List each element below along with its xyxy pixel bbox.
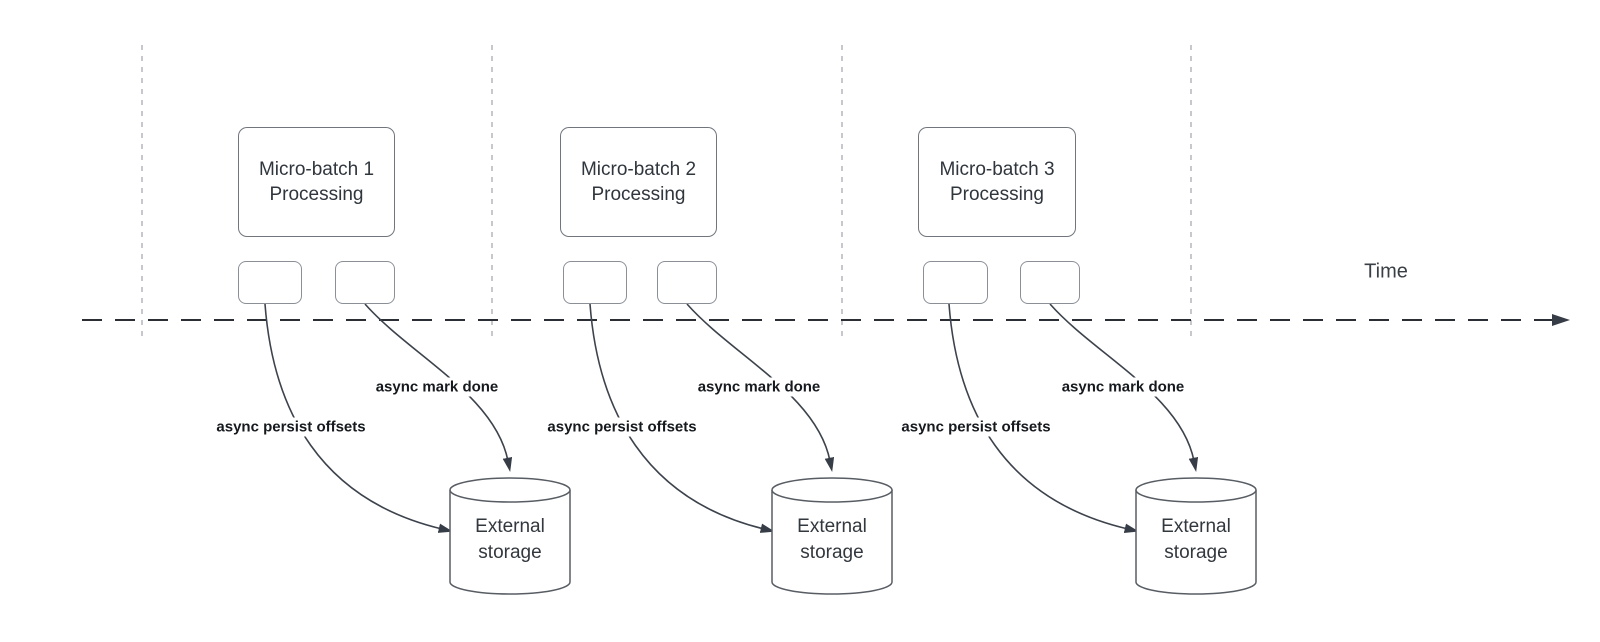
batch-2-processing-box: Micro-batch 2 Processing <box>560 127 717 237</box>
batch-3-storage-cylinder <box>1135 477 1257 595</box>
batch-1-mark-done-arrow <box>364 303 513 472</box>
batch-3-processing-box: Micro-batch 3 Processing <box>918 127 1076 237</box>
batch-2-persist-offsets-arrow <box>589 303 775 533</box>
batch-1-processing-box: Micro-batch 1 Processing <box>238 127 395 237</box>
batch-1-persist-offsets-label: async persist offsets <box>212 417 370 437</box>
batch-3-mark-done-arrow <box>1049 303 1199 472</box>
batch-2-storage-cylinder <box>771 477 893 595</box>
batch-2-mark-done-label: async mark done <box>693 377 825 397</box>
batch-1-storage-cylinder <box>449 477 571 595</box>
batch-1-mark-done-label: async mark done <box>371 377 503 397</box>
batch-3-persist-offsets-arrow <box>948 303 1139 533</box>
batch-3-persist-offsets-label: async persist offsets <box>897 417 1055 437</box>
batch-2-processing-label: Micro-batch 2 Processing <box>580 158 697 205</box>
batch-3-external-storage-label: External storage <box>1161 516 1231 563</box>
batch-2-offset-box <box>563 261 627 304</box>
batch-2-mark-done-arrow <box>686 303 835 472</box>
batch-1-persist-offsets-arrow <box>264 303 453 533</box>
batch-2-persist-offsets-label: async persist offsets <box>543 417 701 437</box>
batch-1-done-box <box>335 261 395 304</box>
batch-2-done-box <box>657 261 717 304</box>
batch-3-offset-box <box>923 261 988 304</box>
batch-2-external-storage-label: External storage <box>797 516 867 563</box>
batch-1-external-storage-label: External storage <box>475 516 545 563</box>
batch-3-mark-done-label: async mark done <box>1057 377 1189 397</box>
batch-1-processing-label: Micro-batch 1 Processing <box>258 158 375 205</box>
batch-3-processing-label: Micro-batch 3 Processing <box>939 158 1055 205</box>
batch-1-offset-box <box>238 261 302 304</box>
batch-3-done-box <box>1020 261 1080 304</box>
time-axis-label: Time <box>1364 260 1408 283</box>
